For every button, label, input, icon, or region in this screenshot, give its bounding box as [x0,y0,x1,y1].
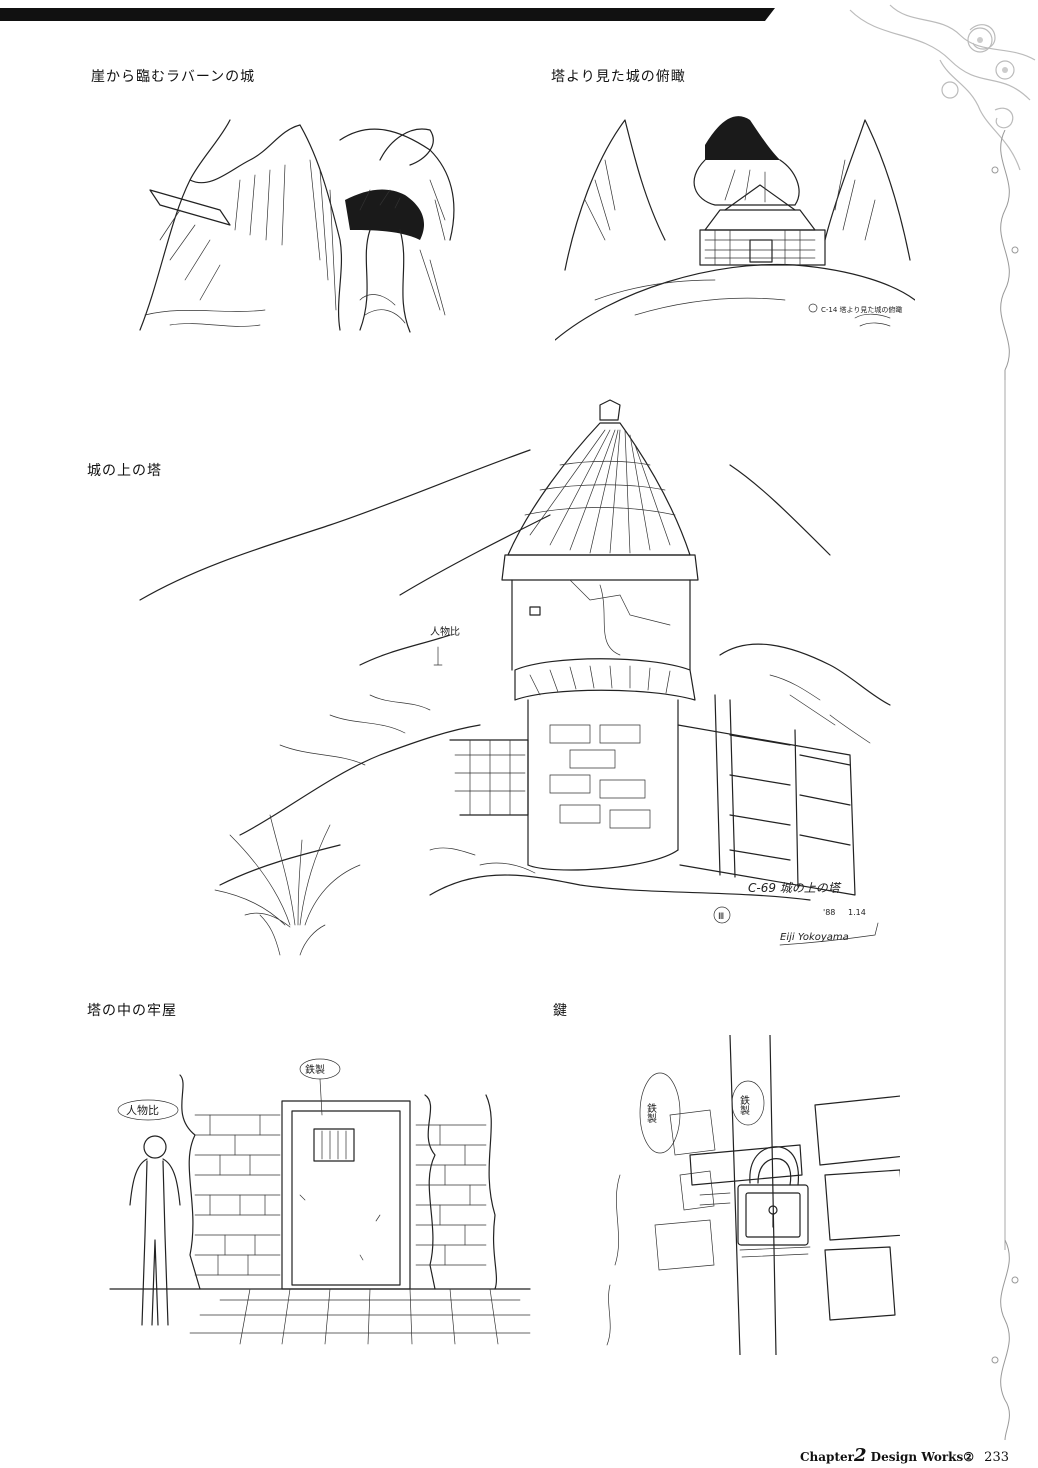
caption-castle-tower: 城の上の塔 [87,463,162,479]
footer-chapter-word: Chapter [800,1450,854,1464]
footer-chapter-number: 2 [853,1445,867,1466]
note-prison-person: 人物比 [126,1103,159,1117]
sketch-tower-view: C-14 塔より見た城の俯瞰 [555,100,915,350]
sketch-castle-tower: 人物比 C-69 城の上の塔 Ⅲ '88 1.14 Eiji Yokoyama [130,395,900,970]
note-tower-date-day: 1.14 [848,908,866,917]
sketch-cliff-castle [130,100,480,340]
sketch-key: 鉄製 鉄製 [560,1035,900,1355]
footer-section: Design Works② [870,1450,974,1464]
floral-ornament-icon [849,4,1036,171]
note-tower-view: C-14 塔より見た城の俯瞰 [821,305,902,314]
sketch-tower-prison: 人物比 鉄製 [100,1055,540,1355]
vine-ornament-icon [991,1240,1019,1440]
note-tower: C-69 城の上の塔 [748,881,842,895]
caption-tower-view: 塔より見た城の俯瞰 [551,69,686,85]
caption-key: 鍵 [553,1003,568,1019]
note-prison-material: 鉄製 [305,1063,325,1076]
page-footer: Chapter2 Design Works② 233 [800,1445,1030,1466]
top-bar [0,8,775,21]
note-tower-date-year: '88 [823,908,835,917]
note-key-material-2: 鉄製 [738,1094,750,1116]
vine-ornament-icon [991,130,1019,390]
note-tower-person: 人物比 [430,625,460,638]
note-tower-signature: Eiji Yokoyama [780,932,849,943]
svg-text:Ⅲ: Ⅲ [718,912,724,922]
caption-cliff-castle: 崖から臨むラバーンの城 [91,69,256,85]
page-number: 233 [984,1450,1009,1465]
margin-rule [1004,380,1006,1250]
note-key-material-1: 鉄製 [645,1102,657,1124]
caption-tower-prison: 塔の中の牢屋 [87,1003,177,1019]
